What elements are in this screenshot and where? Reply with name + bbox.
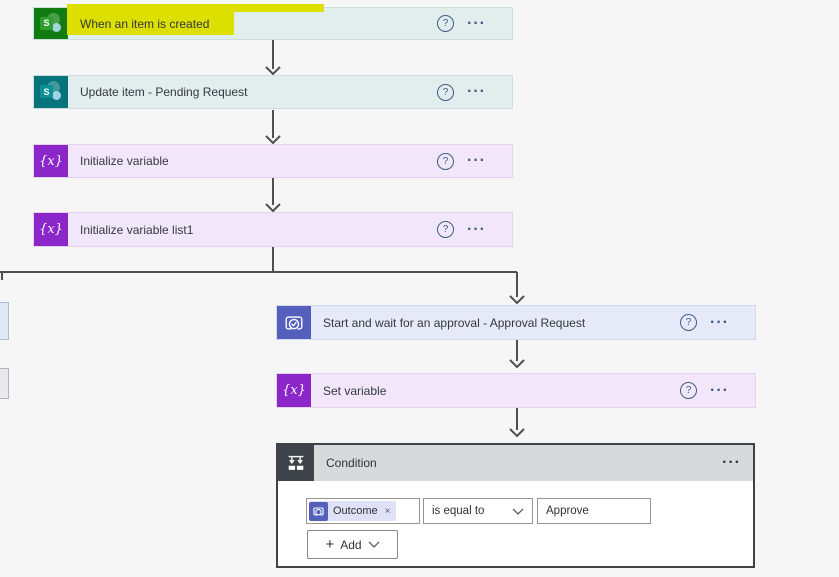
variable-icon: {x} xyxy=(34,213,68,246)
ellipsis-menu-icon[interactable]: ··· xyxy=(710,381,729,399)
sharepoint-letter: S xyxy=(40,16,53,30)
flow-node-initialize-variable[interactable]: {x} Initialize variable ? ··· xyxy=(33,144,513,178)
condition-body: Outcome × is equal to Approve + Add xyxy=(278,481,753,566)
help-icon[interactable]: ? xyxy=(680,314,698,331)
dynamic-content-token[interactable]: Outcome × xyxy=(309,501,397,521)
help-icon[interactable]: ? xyxy=(437,152,455,170)
flow-node-start-and-wait-approval[interactable]: Start and wait for an approval - Approva… xyxy=(276,305,756,340)
chevron-down-icon xyxy=(512,508,524,515)
operator-value: is equal to xyxy=(432,505,485,517)
plus-icon: + xyxy=(325,535,335,553)
node-title: Start and wait for an approval - Approva… xyxy=(323,315,586,330)
flow-node-initialize-variable-list1[interactable]: {x} Initialize variable list1 ? ··· xyxy=(33,212,513,247)
ellipsis-menu-icon[interactable]: ··· xyxy=(722,454,741,471)
ellipsis-menu-icon[interactable]: ··· xyxy=(467,14,486,32)
sharepoint-letter: S xyxy=(40,85,53,98)
node-title: Set variable xyxy=(323,383,387,398)
flow-node-set-variable[interactable]: {x} Set variable ? ··· xyxy=(276,373,756,408)
remove-token-icon[interactable]: × xyxy=(384,505,391,517)
condition-operand-field[interactable]: Outcome × xyxy=(306,498,420,524)
sharepoint-icon: S xyxy=(34,8,68,39)
help-icon[interactable]: ? xyxy=(680,382,698,399)
ellipsis-menu-icon[interactable]: ··· xyxy=(467,220,486,238)
flow-node-when-item-created[interactable]: S When an item is created ? ··· xyxy=(33,4,513,40)
node-title: Initialize variable list1 xyxy=(80,222,194,237)
add-button-label: Add xyxy=(340,537,362,552)
node-title: Initialize variable xyxy=(80,154,169,168)
ellipsis-menu-icon[interactable]: ··· xyxy=(710,313,729,331)
chevron-down-icon xyxy=(368,541,380,548)
ellipsis-menu-icon[interactable]: ··· xyxy=(467,83,486,100)
variable-icon: {x} xyxy=(34,145,68,177)
flow-node-condition: Condition ··· Outcome × is equal to xyxy=(276,443,755,568)
approvals-icon xyxy=(309,501,328,521)
clipped-branch-card-top[interactable] xyxy=(0,302,9,340)
variable-icon: {x} xyxy=(277,374,311,407)
condition-title: Condition xyxy=(326,456,377,470)
ellipsis-menu-icon[interactable]: ··· xyxy=(467,152,486,169)
condition-header[interactable]: Condition ··· xyxy=(278,445,753,481)
help-icon[interactable]: ? xyxy=(437,15,455,32)
flow-node-update-item[interactable]: S Update item - Pending Request ? ··· xyxy=(33,75,513,109)
clipped-branch-card-bottom[interactable] xyxy=(0,368,9,399)
node-title: Update item - Pending Request xyxy=(80,85,248,99)
sharepoint-icon: S xyxy=(34,76,68,108)
help-icon[interactable]: ? xyxy=(437,221,455,238)
condition-icon xyxy=(278,445,314,481)
help-icon[interactable]: ? xyxy=(437,83,455,101)
add-condition-button[interactable]: + Add xyxy=(307,530,398,559)
value-text: Approve xyxy=(546,505,589,517)
node-title: When an item is created xyxy=(80,16,210,31)
condition-value-input[interactable]: Approve xyxy=(537,498,651,524)
approvals-icon xyxy=(277,306,311,339)
condition-operator-dropdown[interactable]: is equal to xyxy=(423,498,533,524)
token-label: Outcome xyxy=(333,505,378,517)
